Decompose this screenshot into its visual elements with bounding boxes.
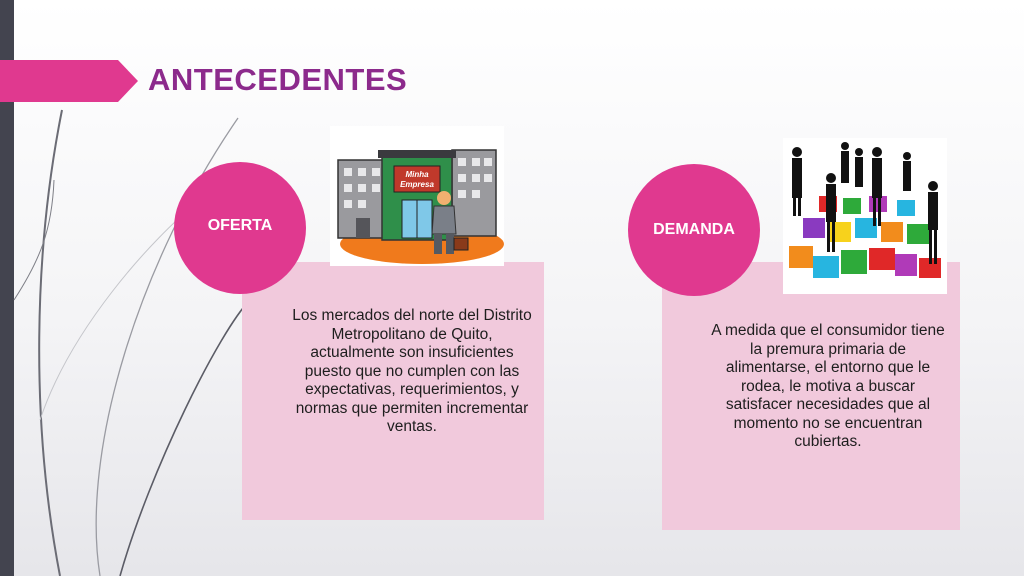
demanda-text: A medida que el consumidor tiene la prem… bbox=[711, 322, 945, 450]
left-side-bar bbox=[0, 0, 14, 576]
title-arrow-shape bbox=[0, 60, 138, 102]
demanda-panel: A medida que el consumidor tiene la prem… bbox=[662, 262, 960, 530]
demanda-circle: DEMANDA bbox=[628, 164, 760, 296]
people-puzzle-illustration bbox=[783, 138, 947, 294]
svg-text:Empresa: Empresa bbox=[400, 180, 434, 189]
oferta-text: Los mercados del norte del Distrito Metr… bbox=[292, 307, 532, 435]
slide-title: ANTECEDENTES bbox=[148, 62, 408, 97]
company-buildings-illustration: Minha Empresa bbox=[330, 126, 504, 266]
svg-text:Minha: Minha bbox=[405, 170, 429, 179]
oferta-label: OFERTA bbox=[207, 217, 273, 234]
oferta-circle: OFERTA bbox=[174, 162, 306, 294]
oferta-panel: Los mercados del norte del Distrito Metr… bbox=[242, 262, 544, 520]
demanda-label: DEMANDA bbox=[653, 221, 735, 238]
